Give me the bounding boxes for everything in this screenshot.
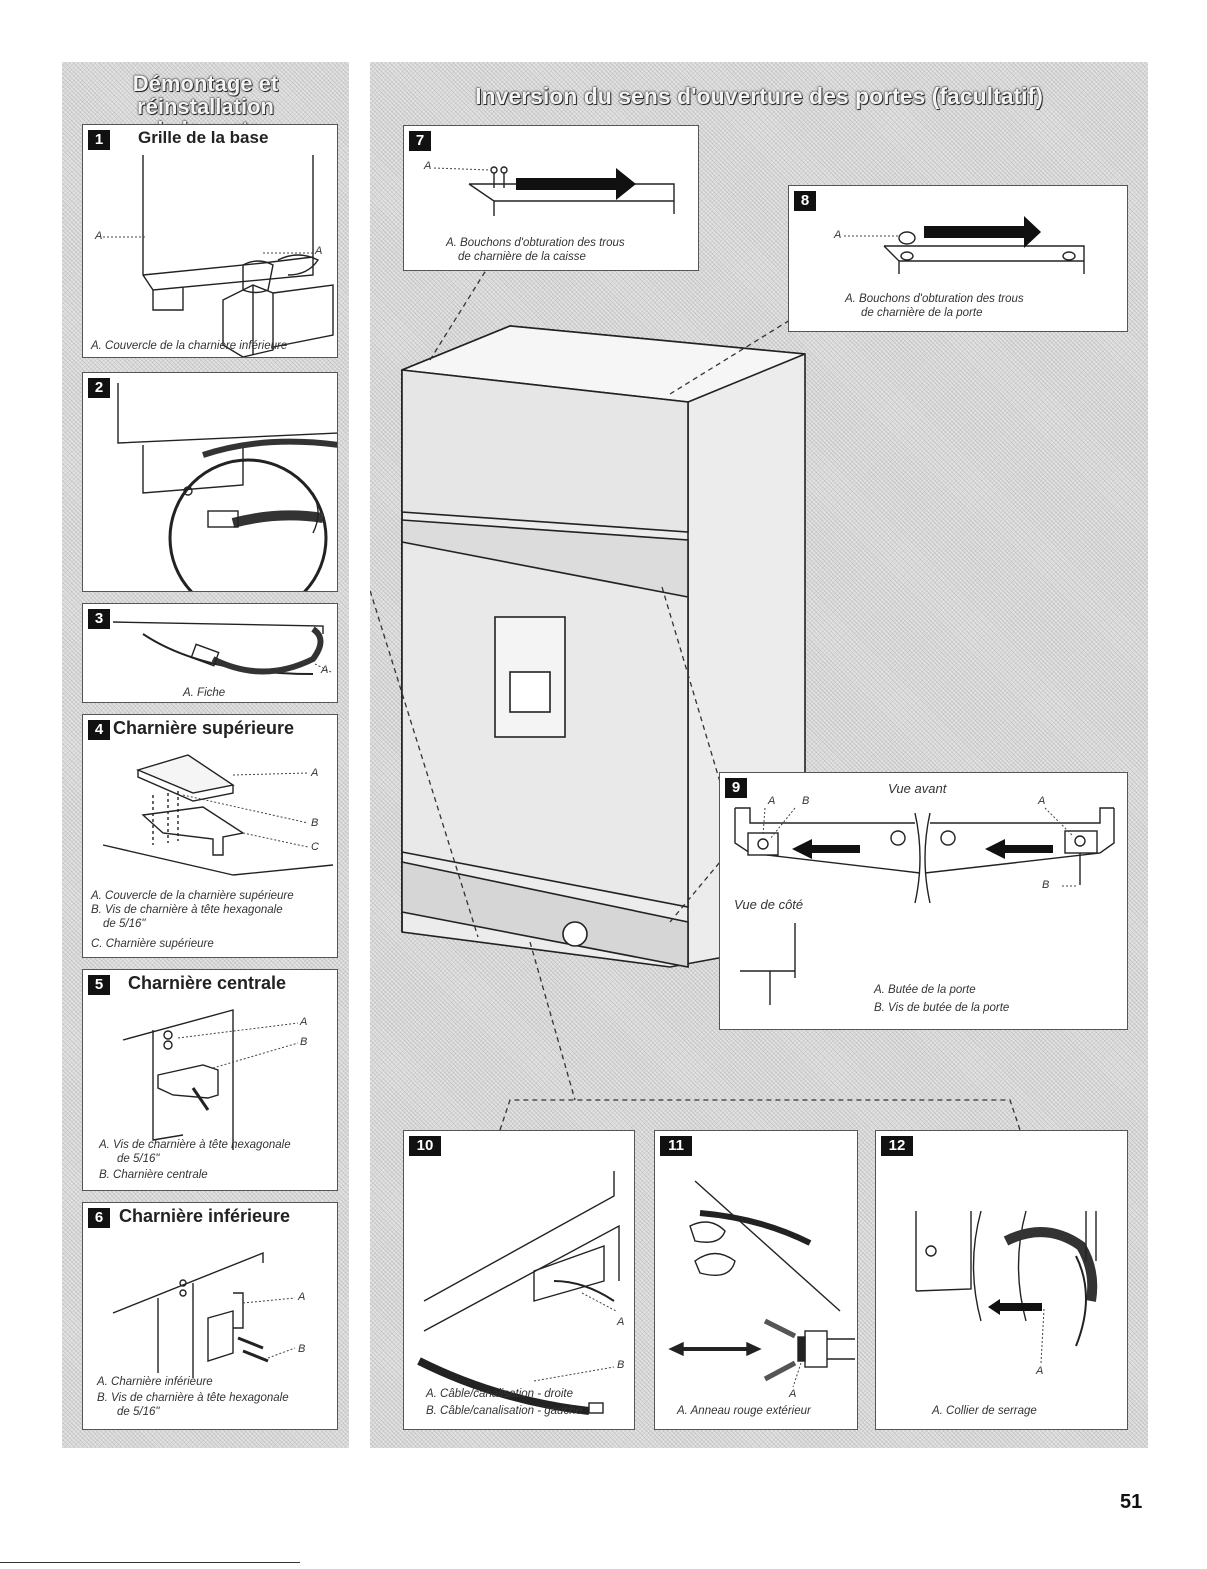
right-section-title: Inversion du sens d'ouverture des portes… [475,83,1043,109]
base-grille-illustration [103,155,334,357]
step-4-label-b: B [311,817,319,829]
door-plug-illustration [844,216,1085,274]
step-4-badge: 4 [88,720,110,740]
step-12-label-a: A [1036,1365,1044,1377]
water-line-illustration [417,1171,620,1415]
step-4-label-c: C [311,841,319,853]
red-ring-illustration [668,1180,855,1388]
step-10-label-b: B [617,1359,625,1371]
step-1-title: Grille de la base [138,128,269,147]
step-4-caption-b: B. Vis de charnière à tête hexagonale [91,904,283,916]
step-4-label-a: A [311,767,319,779]
left-title-line1: Démontage et réinstallation [132,71,279,120]
step-1-label-a1: A [95,230,103,242]
step-9-label-a1: A [768,795,776,807]
step-11-badge: 11 [660,1136,692,1156]
step-4-panel: 4 Charnière supérieure A B C A. Couvercl… [82,714,338,958]
door-stop-illustration [734,807,1115,1005]
step-6-badge: 6 [88,1208,110,1228]
step-5-label-a: A [300,1016,308,1028]
step-9-label-a2: A [1038,795,1046,807]
step-6-panel: 6 Charnière inférieure A B A. Charnière … [82,1202,338,1430]
top-hinge-illustration [102,754,334,876]
step-3-panel: 3 A A. Fiche [82,603,338,703]
step-9-panel: 9 Vue avant [719,772,1128,1030]
step-6-caption-a: A. Charnière inférieure [97,1376,213,1388]
step-10-caption-a: A. Câble/canalisation - droite [426,1388,574,1400]
step-11-label-a: A [789,1388,797,1400]
step-2-badge: 2 [88,378,110,398]
step-9-caption-b: B. Vis de butée de la porte [874,1002,1010,1014]
page-number: 51 [1120,1491,1143,1513]
step-8-panel: 8 A A. Bouchons d'obturation des trous d… [788,185,1128,332]
step-5-panel: 5 Charnière centrale A B A. Vis de charn… [82,969,338,1191]
refrigerator-illustration [370,266,1021,1131]
center-hinge-illustration [122,1009,299,1150]
step-1-label-a2: A [315,245,323,257]
clamp-illustration [915,1210,1098,1364]
step-8-label-a: A [834,229,842,241]
step-12-badge: 12 [881,1136,913,1156]
step-8-caption-a: A. Bouchons d'obturation des trous [845,293,1024,305]
step-11-panel: 11 A A. Anneau rouge extérieur [654,1130,858,1430]
step-7-badge: 7 [409,131,431,151]
step-4-caption-b2: de 5/16" [103,918,146,930]
step-5-caption-b: B. Charnière centrale [99,1169,208,1181]
step-10-panel: 10 A B A. Câble/canalisation - droite B.… [403,1130,635,1430]
step-7-caption-a: A. Bouchons d'obturation des trous [446,237,625,249]
power-cord-illustration [117,383,337,591]
cabinet-plug-illustration [433,166,675,216]
step-9-view-front: Vue avant [888,781,947,796]
step-10-caption-b: B. Câble/canalisation - gauche [426,1405,582,1417]
step-6-label-b: B [298,1343,306,1355]
step-12-caption-a: A. Collier de serrage [932,1405,1037,1417]
step-4-caption-a: A. Couvercle de la charnière supérieure [91,890,294,902]
step-9-label-b1: B [802,795,810,807]
step-1-panel: 1 Grille de la base A A A. Couvercle de … [82,124,338,358]
step-6-title: Charnière inférieure [119,1206,291,1226]
step-8-caption-a2: de charnière de la porte [861,307,983,319]
step-5-caption-a: A. Vis de charnière à tête hexagonale [99,1139,291,1151]
step-6-caption-b: B. Vis de charnière à tête hexagonale [97,1392,289,1404]
step-5-title: Charnière centrale [128,973,287,993]
step-4-title: Charnière supérieure [113,718,295,738]
step-1-badge: 1 [88,130,110,150]
step-2-panel: 2 [82,372,338,592]
step-3-badge: 3 [88,609,110,629]
step-12-panel: 12 A A. Collier de serrage [875,1130,1128,1430]
plug-illustration [112,621,332,675]
step-10-label-a: A [617,1316,625,1328]
step-3-label-a: A [321,664,329,676]
step-5-caption-a2: de 5/16" [117,1153,160,1165]
step-7-panel: 7 A A. Bouchons d'obturation des trous d… [403,125,699,271]
step-1-caption-a: A. Couvercle de la charnière inférieure [91,340,288,352]
step-8-badge: 8 [794,191,816,211]
step-7-caption-a2: de charnière de la caisse [458,251,586,263]
step-7-label-a: A [424,160,432,172]
footer-rule [0,1562,300,1563]
step-9-badge: 9 [725,778,747,798]
step-9-view-side: Vue de côté [734,897,804,912]
right-section: Inversion du sens d'ouverture des portes… [370,62,1148,1448]
step-6-label-a: A [298,1291,306,1303]
step-3-caption-a: A. Fiche [183,687,226,699]
step-9-caption-a: A. Butée de la porte [874,984,976,996]
bottom-hinge-illustration [112,1251,296,1378]
step-6-caption-b2: de 5/16" [117,1406,160,1418]
step-10-badge: 10 [409,1136,441,1156]
step-11-caption-a: A. Anneau rouge extérieur [677,1405,811,1417]
left-section: Démontage et réinstallation de la porte … [62,62,349,1448]
step-5-label-b: B [300,1036,308,1048]
step-5-badge: 5 [88,975,110,995]
step-9-label-b2: B [1042,879,1050,891]
step-4-caption-c: C. Charnière supérieure [91,938,214,950]
